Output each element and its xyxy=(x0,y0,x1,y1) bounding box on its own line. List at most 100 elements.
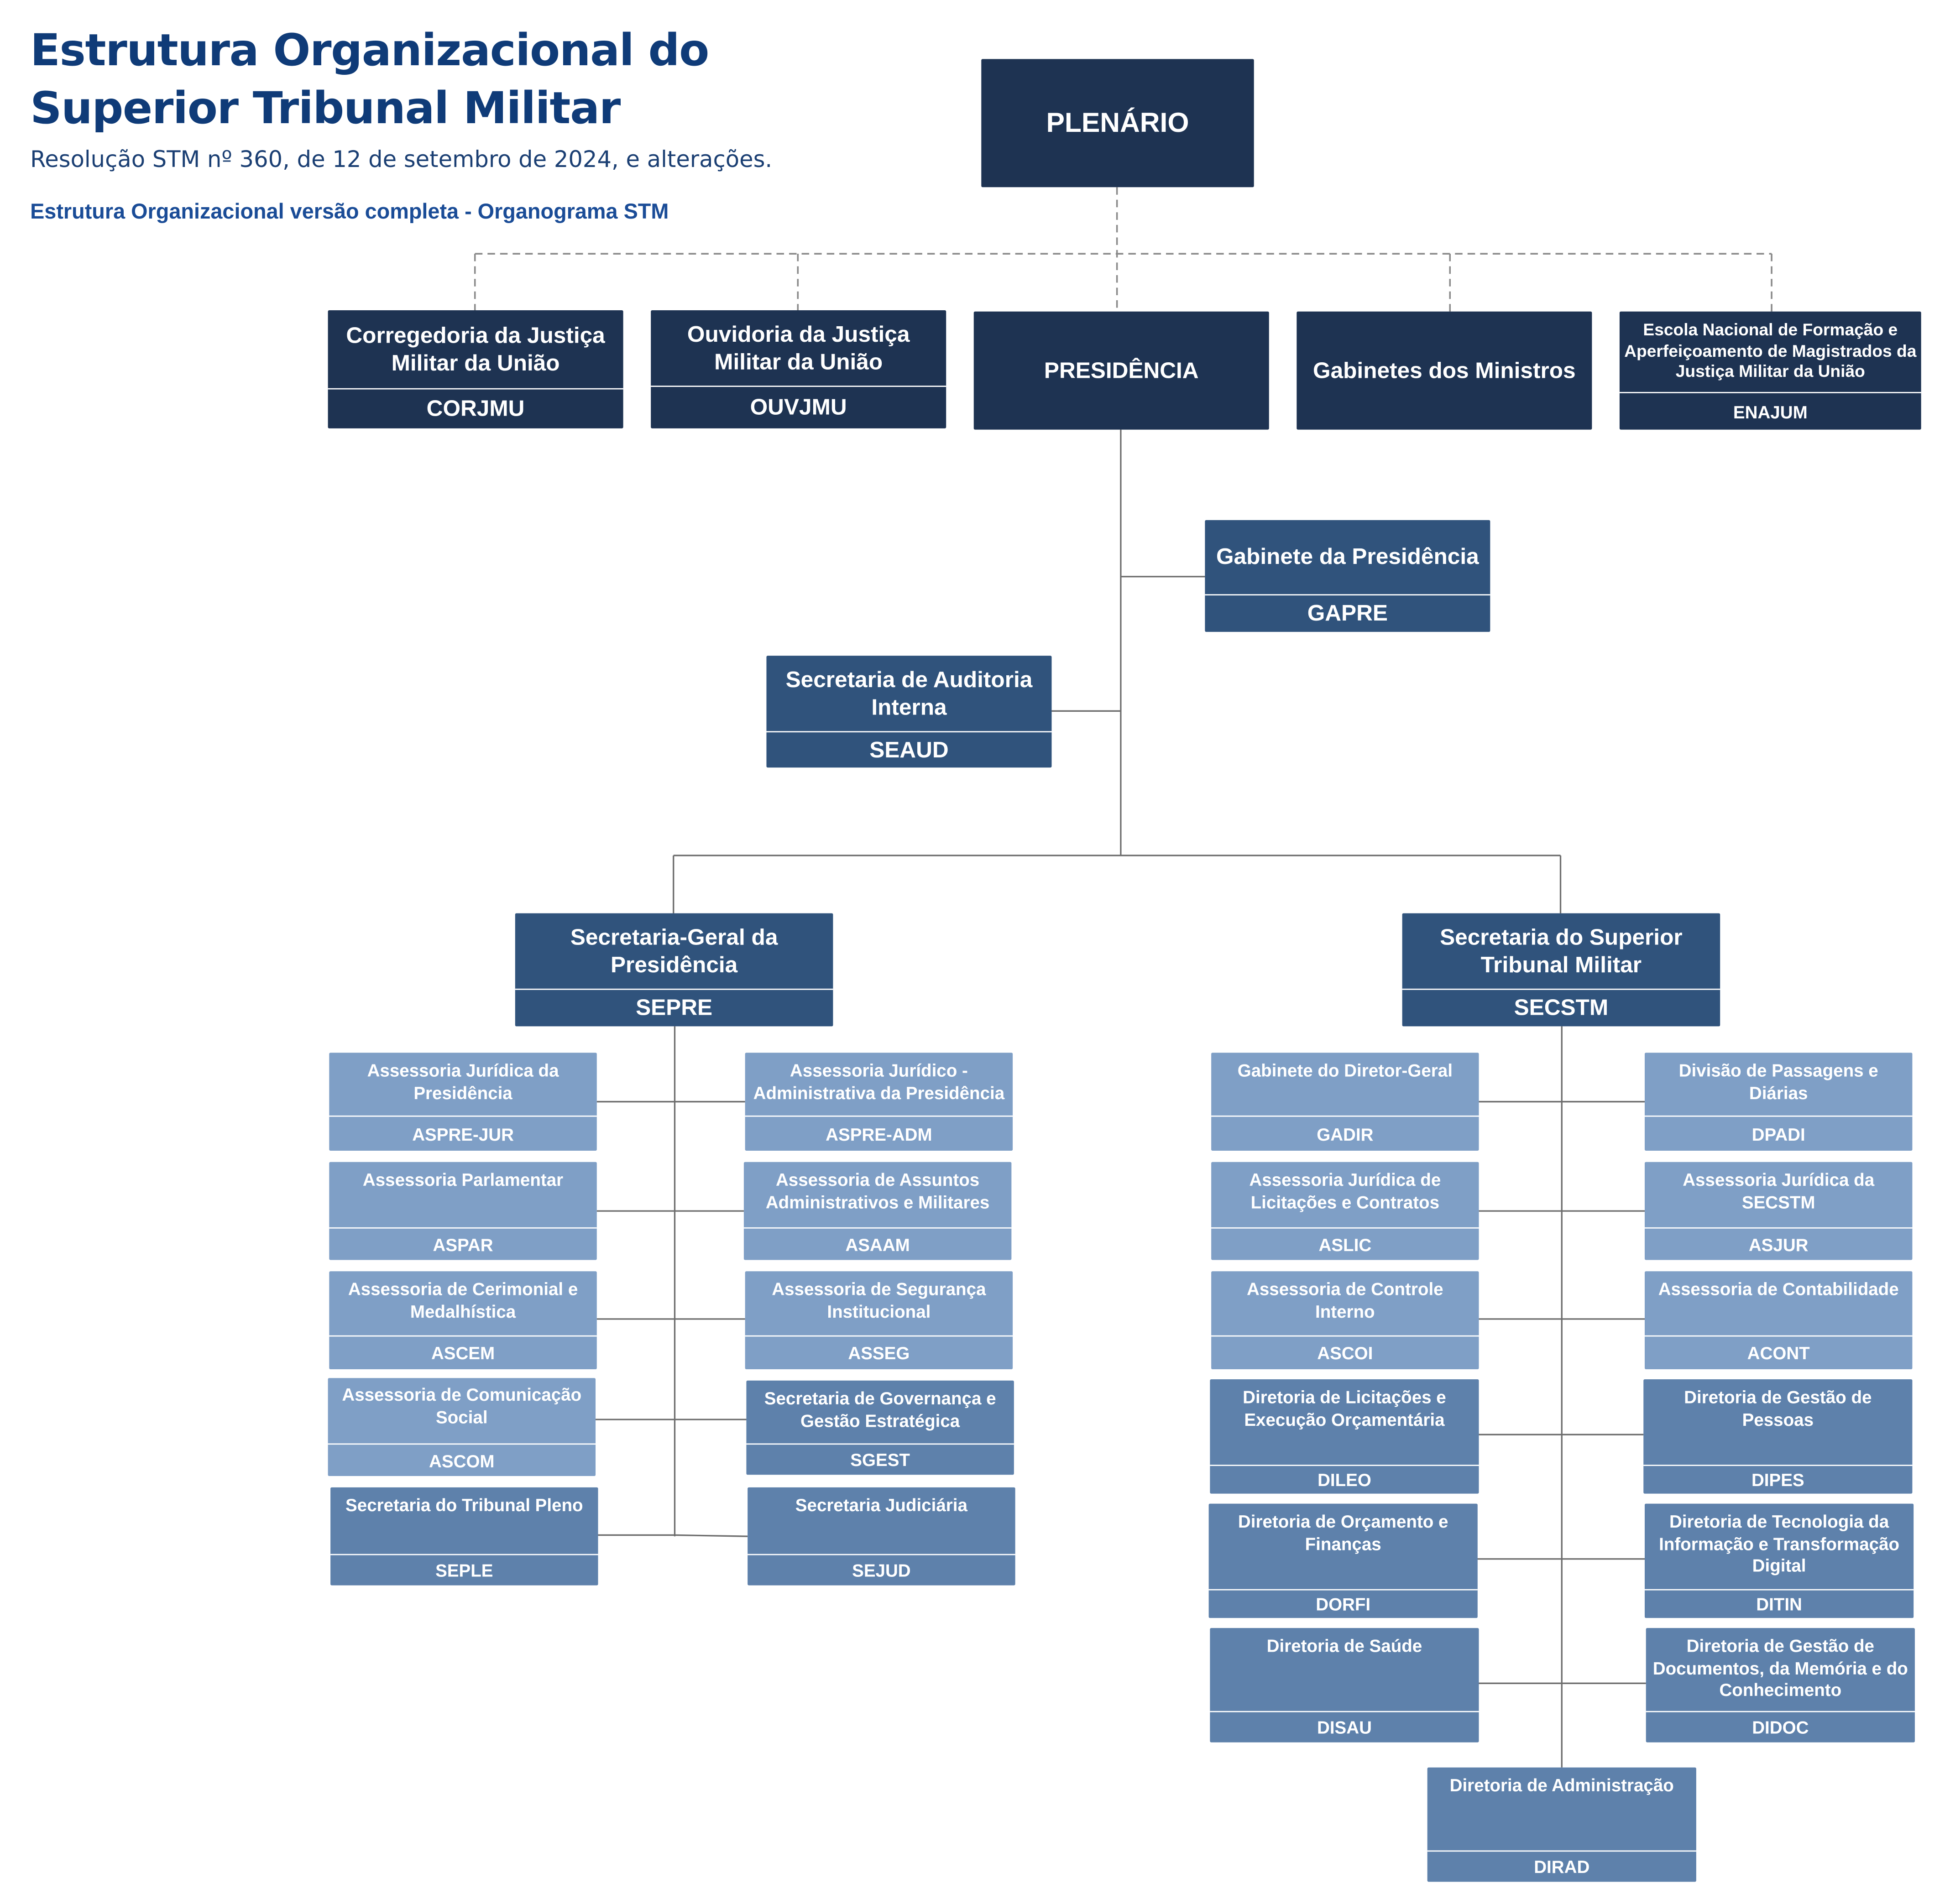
node-name: Gabinete da Presidência xyxy=(1216,544,1479,569)
node-name: PLENÁRIO xyxy=(1046,107,1189,139)
unit-name: Diretoria de Orçamento e Finanças xyxy=(1238,1511,1448,1554)
node-name: Escola Nacional de Formação e Aperfeiçoa… xyxy=(1624,320,1917,381)
unit-name: Gabinete do Diretor-Geral xyxy=(1237,1060,1453,1080)
unit-abbr: ASCOI xyxy=(1211,1335,1479,1369)
unit-name: Assessoria de Segurança Institucional xyxy=(772,1278,986,1321)
node-abbr: SECSTM xyxy=(1402,988,1720,1027)
node-abbr: ENAJUM xyxy=(1619,392,1921,430)
unit-abbr: ACONT xyxy=(1644,1335,1913,1369)
unit-abbr: DPADI xyxy=(1644,1115,1913,1151)
node-gapre[interactable]: Gabinete da Presidência GAPRE xyxy=(1205,520,1490,632)
node-abbr: CORJMU xyxy=(328,388,623,428)
unit-name: Assessoria de Assuntos Administrativos e… xyxy=(765,1169,990,1212)
unit-abbr: ASJUR xyxy=(1644,1227,1913,1260)
unit-aspar[interactable]: Assessoria Parlamentar ASPAR xyxy=(329,1162,597,1260)
unit-abbr: ASSEG xyxy=(745,1335,1013,1369)
unit-name: Diretoria de Gestão de Pessoas xyxy=(1684,1387,1872,1429)
unit-name: Diretoria de Gestão de Documentos, da Me… xyxy=(1652,1635,1908,1700)
unit-name: Assessoria Jurídica de Licitações e Cont… xyxy=(1249,1169,1441,1212)
unit-acont[interactable]: Assessoria de Contabilidade ACONT xyxy=(1644,1271,1913,1370)
node-name: Secretaria de Auditoria Interna xyxy=(785,666,1033,720)
unit-asjur[interactable]: Assessoria Jurídica da SECSTM ASJUR xyxy=(1644,1162,1913,1260)
unit-dpadi[interactable]: Divisão de Passagens e Diárias DPADI xyxy=(1644,1053,1913,1151)
unit-sgest[interactable]: Secretaria de Governança e Gestão Estrat… xyxy=(746,1380,1014,1475)
unit-abbr: ASPRE-ADM xyxy=(745,1115,1013,1151)
unit-name: Assessoria de Controle Interno xyxy=(1247,1278,1443,1321)
unit-ascem[interactable]: Assessoria de Cerimonial e Medalhística … xyxy=(329,1271,597,1370)
node-plenario[interactable]: PLENÁRIO xyxy=(981,59,1254,188)
unit-name: Diretoria de Tecnologia da Informação e … xyxy=(1659,1511,1900,1575)
unit-name: Secretaria do Tribunal Pleno xyxy=(345,1495,583,1515)
unit-abbr: ASCOM xyxy=(328,1443,596,1476)
unit-name: Diretoria de Licitações e Execução Orçam… xyxy=(1243,1387,1446,1429)
unit-abbr: ASPRE-JUR xyxy=(329,1115,597,1151)
unit-name: Assessoria de Cerimonial e Medalhística xyxy=(348,1278,578,1321)
unit-gadir[interactable]: Gabinete do Diretor-Geral GADIR xyxy=(1211,1053,1479,1151)
unit-abbr: DIDOC xyxy=(1646,1711,1915,1742)
unit-abbr: DILEO xyxy=(1210,1465,1479,1493)
unit-didoc[interactable]: Diretoria de Gestão de Documentos, da Me… xyxy=(1646,1628,1915,1742)
unit-name: Assessoria Parlamentar xyxy=(362,1169,564,1190)
unit-aspre-adm[interactable]: Assessoria Jurídico - Administrativa da … xyxy=(745,1053,1013,1151)
unit-abbr: ASLIC xyxy=(1211,1227,1479,1260)
unit-name: Assessoria Jurídico - Administrativa da … xyxy=(753,1060,1005,1102)
node-name: Gabinetes dos Ministros xyxy=(1313,357,1576,383)
node-abbr: SEAUD xyxy=(766,731,1052,767)
node-corjmu[interactable]: Corregedoria da Justiça Militar da União… xyxy=(328,310,623,428)
unit-ditin[interactable]: Diretoria de Tecnologia da Informação e … xyxy=(1644,1503,1914,1618)
node-enajum[interactable]: Escola Nacional de Formação e Aperfeiçoa… xyxy=(1619,311,1921,430)
unit-name: Diretoria de Administração xyxy=(1449,1775,1674,1795)
page-title: Estrutura Organizacional do Superior Tri… xyxy=(30,26,709,135)
node-abbr: SEPRE xyxy=(515,988,833,1027)
unit-abbr: SEJUD xyxy=(748,1554,1015,1586)
node-ouvjmu[interactable]: Ouvidoria da Justiça Militar da União OU… xyxy=(651,310,946,428)
unit-name: Assessoria Jurídica da Presidência xyxy=(367,1060,559,1102)
unit-disau[interactable]: Diretoria de Saúde DISAU xyxy=(1210,1628,1479,1742)
node-abbr: OUVJMU xyxy=(651,386,946,428)
unit-asaam[interactable]: Assessoria de Assuntos Administrativos e… xyxy=(743,1162,1012,1260)
unit-abbr: DIPES xyxy=(1643,1465,1913,1493)
unit-sejud[interactable]: Secretaria Judiciária SEJUD xyxy=(748,1487,1015,1586)
unit-name: Assessoria de Comunicação Social xyxy=(342,1384,582,1427)
node-presidencia[interactable]: PRESIDÊNCIA xyxy=(973,311,1269,430)
node-name: Corregedoria da Justiça Militar da União xyxy=(346,322,605,376)
unit-abbr: DISAU xyxy=(1210,1711,1479,1742)
node-gabinetes-ministros[interactable]: Gabinetes dos Ministros xyxy=(1297,311,1592,430)
node-seaud[interactable]: Secretaria de Auditoria Interna SEAUD xyxy=(766,656,1052,768)
unit-abbr: SGEST xyxy=(746,1443,1014,1475)
unit-dorfi[interactable]: Diretoria de Orçamento e Finanças DORFI xyxy=(1208,1503,1478,1618)
node-name: Secretaria-Geral da Presidência xyxy=(570,924,778,978)
unit-aspre-jur[interactable]: Assessoria Jurídica da Presidência ASPRE… xyxy=(329,1053,597,1151)
node-sepre[interactable]: Secretaria-Geral da Presidência SEPRE xyxy=(515,913,833,1027)
unit-abbr: GADIR xyxy=(1211,1115,1479,1151)
unit-abbr: ASCEM xyxy=(329,1335,597,1369)
unit-dileo[interactable]: Diretoria de Licitações e Execução Orçam… xyxy=(1210,1379,1479,1494)
full-structure-link[interactable]: Estrutura Organizacional versão completa… xyxy=(30,199,669,224)
unit-abbr: SEPLE xyxy=(330,1554,598,1586)
unit-dipes[interactable]: Diretoria de Gestão de Pessoas DIPES xyxy=(1643,1379,1913,1494)
node-secstm[interactable]: Secretaria do Superior Tribunal Militar … xyxy=(1402,913,1720,1027)
node-abbr: GAPRE xyxy=(1205,594,1490,632)
unit-name: Assessoria de Contabilidade xyxy=(1658,1278,1899,1299)
node-name: Secretaria do Superior Tribunal Militar xyxy=(1440,924,1683,978)
unit-dirad[interactable]: Diretoria de Administração DIRAD xyxy=(1427,1767,1696,1882)
node-name: Ouvidoria da Justiça Militar da União xyxy=(687,321,910,375)
unit-aslic[interactable]: Assessoria Jurídica de Licitações e Cont… xyxy=(1211,1162,1479,1260)
unit-name: Secretaria Judiciária xyxy=(795,1495,967,1515)
unit-abbr: ASPAR xyxy=(329,1227,597,1260)
page-subtitle: Resolução STM nº 360, de 12 de setembro … xyxy=(30,147,773,173)
unit-abbr: DIRAD xyxy=(1427,1850,1696,1882)
unit-ascoi[interactable]: Assessoria de Controle Interno ASCOI xyxy=(1211,1271,1479,1370)
unit-asseg[interactable]: Assessoria de Segurança Institucional AS… xyxy=(745,1271,1013,1370)
unit-abbr: ASAAM xyxy=(743,1227,1012,1260)
unit-abbr: DITIN xyxy=(1644,1589,1914,1618)
node-name: PRESIDÊNCIA xyxy=(1044,357,1199,383)
unit-name: Assessoria Jurídica da SECSTM xyxy=(1683,1169,1875,1212)
unit-name: Divisão de Passagens e Diárias xyxy=(1678,1060,1878,1102)
unit-ascom[interactable]: Assessoria de Comunicação Social ASCOM xyxy=(328,1378,596,1476)
unit-name: Diretoria de Saúde xyxy=(1266,1635,1422,1656)
unit-seple[interactable]: Secretaria do Tribunal Pleno SEPLE xyxy=(330,1487,598,1586)
unit-abbr: DORFI xyxy=(1208,1589,1478,1618)
